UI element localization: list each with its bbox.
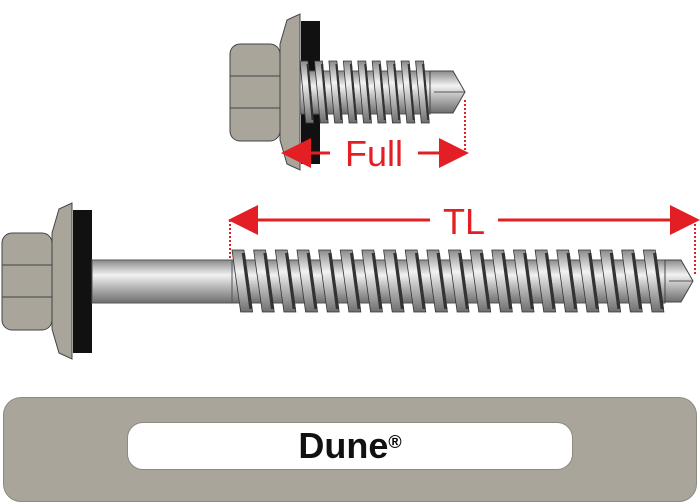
- thread-shadow: [653, 253, 664, 309]
- thread: [642, 249, 665, 313]
- thread: [491, 249, 513, 313]
- thread: [534, 249, 557, 313]
- color-name-box: Dune®: [127, 422, 573, 470]
- thread-shadow: [631, 253, 643, 309]
- thread-shadow: [609, 253, 621, 309]
- registered-mark: ®: [388, 431, 402, 452]
- thread-shadow: [501, 253, 513, 309]
- thread-shadow: [436, 253, 448, 309]
- thread: [556, 249, 578, 313]
- thread: [296, 249, 318, 313]
- thread-shadow: [479, 253, 491, 309]
- flange: [279, 13, 301, 171]
- thread: [512, 249, 535, 313]
- thread: [299, 60, 315, 124]
- tl-label: TL: [443, 201, 485, 242]
- thread-shadow: [320, 64, 329, 120]
- thread: [328, 60, 344, 124]
- thread: [231, 249, 254, 313]
- thread: [386, 60, 401, 124]
- full-label: Full: [345, 133, 403, 174]
- thread: [371, 60, 387, 124]
- thread-shadow: [523, 253, 535, 309]
- thread-shadow: [306, 253, 318, 309]
- thread: [339, 249, 362, 313]
- washer: [73, 210, 92, 353]
- thread-shadow: [588, 253, 599, 309]
- thread: [599, 249, 622, 313]
- hex-head: [229, 43, 281, 142]
- thread-shadow: [364, 64, 372, 120]
- hex-head: [1, 232, 53, 331]
- thread: [357, 60, 372, 124]
- thread: [314, 60, 329, 124]
- thread-shadow: [414, 253, 426, 309]
- long-screw: [1, 202, 694, 360]
- thread-shadow: [566, 253, 578, 309]
- tl-dimension: TL: [228, 201, 700, 275]
- thread-shadow: [422, 64, 430, 120]
- thread-shadow: [241, 253, 253, 309]
- thread: [621, 249, 643, 313]
- thread: [404, 249, 427, 313]
- thread-shadow: [335, 64, 343, 120]
- thread: [383, 249, 405, 313]
- thread-shadow: [378, 64, 386, 120]
- thread-shadow: [393, 253, 405, 309]
- thread: [577, 249, 600, 313]
- thread-shadow: [393, 64, 401, 120]
- thread-core: [231, 259, 666, 304]
- thread-shadow: [306, 64, 314, 120]
- thread: [469, 249, 492, 313]
- thread: [274, 249, 297, 313]
- thread-shadow: [328, 253, 340, 309]
- thread: [448, 249, 470, 313]
- thread-shadow: [407, 64, 415, 120]
- color-name: Dune: [298, 425, 389, 466]
- short-screw: [229, 13, 466, 171]
- thread-shadow: [544, 253, 556, 309]
- thread-shadow: [371, 253, 383, 309]
- thread: [415, 60, 430, 124]
- thread-shadow: [285, 253, 296, 309]
- thread: [361, 249, 383, 313]
- thread-shadow: [458, 253, 470, 309]
- thread: [318, 249, 340, 313]
- thread-shadow: [349, 253, 361, 309]
- thread: [253, 249, 275, 313]
- shank: [91, 259, 235, 304]
- flange: [51, 202, 73, 360]
- thread: [426, 249, 448, 313]
- thread-shadow: [263, 253, 275, 309]
- full-dimension: Full: [281, 100, 469, 174]
- thread: [400, 60, 416, 124]
- thread: [342, 60, 358, 124]
- thread-shadow: [349, 64, 358, 120]
- color-band: [3, 397, 697, 502]
